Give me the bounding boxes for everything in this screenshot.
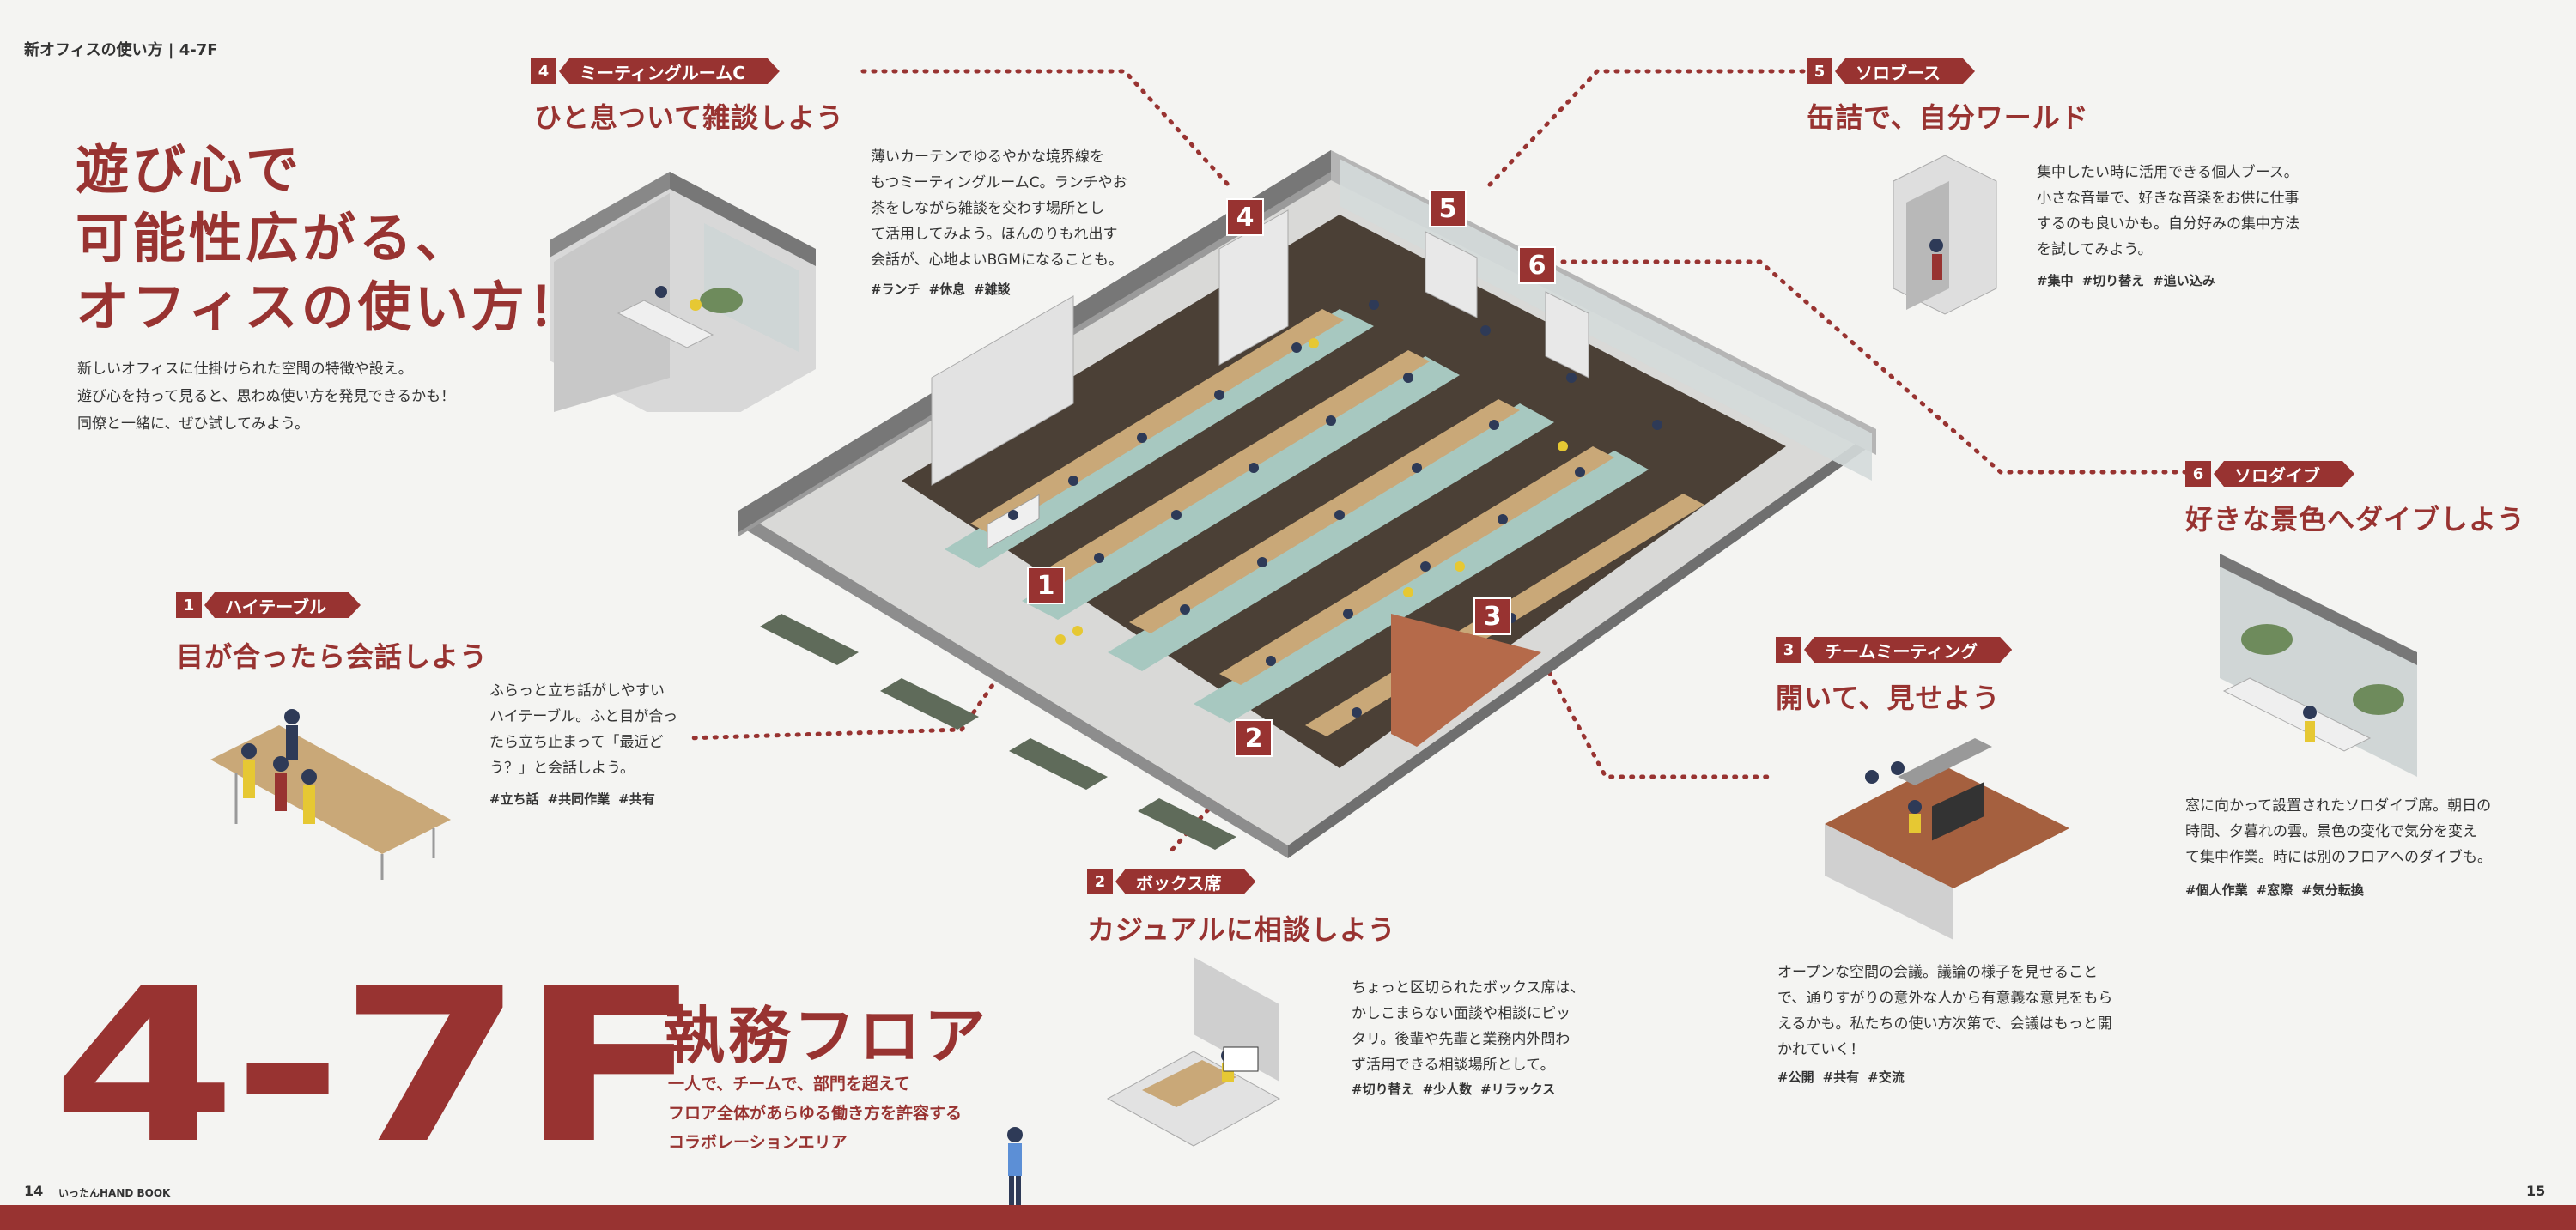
tags-1: #立ち話 #共同作業 #共有 bbox=[489, 790, 664, 808]
floor-number: 4-7F bbox=[52, 943, 702, 1191]
intro-line: 遊び心を持って見ると、思わぬ使い方を発見できるかも！ bbox=[77, 388, 456, 405]
tag-label: ボックス席 bbox=[1115, 869, 1255, 894]
leader-line-5 bbox=[1487, 69, 1806, 187]
leader-line-6 bbox=[1560, 259, 2188, 475]
hashtag: #切り替え bbox=[2081, 273, 2145, 288]
hashtag: #共同作業 bbox=[547, 791, 611, 807]
floor-subtitle: 一人で、チームで、部門を超えて フロア全体があらゆる働き方を許容する コラボレー… bbox=[668, 1075, 963, 1152]
tag-3: 3 チームミーティング bbox=[1776, 637, 2012, 663]
tag-number: 4 bbox=[531, 58, 556, 84]
map-pin-2: 2 bbox=[1235, 719, 1273, 757]
team-meeting-illustration bbox=[1825, 738, 2069, 940]
tag-label: ソロブース bbox=[1835, 58, 1975, 84]
tag-number: 1 bbox=[176, 592, 202, 618]
hashtag: #集中 bbox=[2037, 273, 2074, 288]
hashtag: #個人作業 bbox=[2185, 882, 2248, 898]
map-pin-5: 5 bbox=[1429, 190, 1467, 227]
tag-2: 2 ボックス席 bbox=[1087, 869, 1255, 894]
tag-number: 6 bbox=[2185, 461, 2211, 487]
tag-number: 2 bbox=[1087, 869, 1113, 894]
hashtag: #リラックス bbox=[1480, 1082, 1556, 1097]
team-meeting-area bbox=[1391, 614, 1541, 747]
headline-2: カジュアルに相談しよう bbox=[1087, 913, 1396, 946]
tag-4: 4 ミーティングルームC bbox=[531, 58, 780, 84]
tag-label: ソロダイブ bbox=[2214, 461, 2354, 487]
solo-booth-illustration bbox=[1893, 155, 1997, 315]
tags-2: #切り替え #少人数 #リラックス bbox=[1352, 1080, 1564, 1098]
hashtag: #切り替え bbox=[1352, 1082, 1414, 1097]
hero-line-2: 可能性広がる、 bbox=[76, 207, 473, 270]
hashtag: #雑談 bbox=[974, 282, 1011, 297]
hero-line-1: 遊び心で bbox=[76, 138, 303, 201]
hashtag: #追い込み bbox=[2153, 273, 2215, 288]
tag-label: ミーティングルームC bbox=[559, 58, 780, 84]
body-2: ちょっと区切られたボックス席は、 かしこまらない面談や相談にピッ タリ。後輩や先… bbox=[1352, 979, 1585, 1074]
headline-4: ひと息ついて雑談しよう bbox=[534, 101, 845, 134]
body-4: 薄いカーテンでゆるやかな境界線を もつミーティングルームC。ランチやお 茶をしな… bbox=[871, 148, 1127, 269]
tag-number: 3 bbox=[1776, 637, 1801, 663]
hashtag: #交流 bbox=[1868, 1069, 1905, 1085]
hashtag: #立ち話 bbox=[489, 791, 539, 807]
hashtag: #休息 bbox=[928, 282, 966, 297]
hashtag: #共有 bbox=[1822, 1069, 1860, 1085]
headline-5: 缶詰で、自分ワールド bbox=[1807, 101, 2089, 134]
people bbox=[1008, 300, 1662, 718]
headline-6: 好きな景色へダイブしよう bbox=[2185, 503, 2526, 536]
tag-label: ハイテーブル bbox=[204, 592, 361, 618]
headline-3: 開いて、見せよう bbox=[1776, 682, 2001, 714]
footer-bar bbox=[0, 1205, 2576, 1230]
tags-5: #集中 #切り替え #追い込み bbox=[2037, 271, 2224, 289]
hashtag: #公開 bbox=[1777, 1069, 1814, 1085]
tags-3: #公開 #共有 #交流 bbox=[1777, 1068, 1913, 1086]
tags-6: #個人作業 #窓際 #気分転換 bbox=[2185, 881, 2372, 899]
person-figure bbox=[1007, 1127, 1023, 1209]
hashtag: #気分転換 bbox=[2301, 882, 2364, 898]
hero-line-3: オフィスの使い方！ bbox=[76, 276, 585, 338]
map-pin-6: 6 bbox=[1518, 246, 1556, 284]
body-5: 集中したい時に活用できる個人ブース。 小さな音量で、好きな音楽をお供に仕事 する… bbox=[2037, 164, 2300, 258]
meeting-room-c bbox=[1218, 209, 1289, 366]
tags-4: #ランチ #休息 #雑談 bbox=[871, 280, 1019, 298]
solo-booth bbox=[1425, 231, 1478, 318]
map-pin-4: 4 bbox=[1226, 198, 1264, 236]
hashtag: #窓際 bbox=[2256, 882, 2293, 898]
tag-6: 6 ソロダイブ bbox=[2185, 461, 2354, 487]
page-number-right: 15 bbox=[2526, 1183, 2546, 1199]
tag-5: 5 ソロブース bbox=[1807, 58, 1975, 84]
leader-line-4 bbox=[860, 69, 1230, 187]
map-pin-3: 3 bbox=[1473, 597, 1511, 635]
high-table-illustration bbox=[210, 709, 451, 880]
tag-label: チームミーティング bbox=[1804, 637, 2012, 663]
page-number-left: 14 bbox=[24, 1183, 44, 1199]
meeting-room-c-illustration bbox=[550, 172, 816, 412]
hero-title: 遊び心で 可能性広がる、 オフィスの使い方！ bbox=[76, 136, 585, 342]
tag-1: 1 ハイテーブル bbox=[176, 592, 361, 618]
body-3: オープンな空間の会議。議論の様子を見せること で、通りすがりの意外な人から有意義… bbox=[1777, 964, 2113, 1058]
intro-line: 同僚と一緒に、ぜひ試してみよう。 bbox=[77, 415, 309, 433]
body-6: 窓に向かって設置されたソロダイブ席。朝日の 時間、夕暮れの雲。景色の変化で気分を… bbox=[2185, 797, 2492, 866]
tag-number: 5 bbox=[1807, 58, 1832, 84]
page-header: 新オフィスの使い方 | 4-7F bbox=[24, 41, 218, 59]
intro-line: 新しいオフィスに仕掛けられた空間の特徴や設え。 bbox=[77, 361, 413, 378]
leader-line-1 bbox=[684, 615, 1042, 741]
intro-text: 新しいオフィスに仕掛けられた空間の特徴や設え。 遊び心を持って見ると、思わぬ使い… bbox=[77, 355, 455, 438]
hashtag: #共有 bbox=[618, 791, 655, 807]
headline-1: 目が合ったら会話しよう bbox=[176, 640, 489, 673]
solo-dive-illustration bbox=[2220, 554, 2417, 777]
desks bbox=[970, 309, 1704, 736]
walkway-stripes bbox=[945, 309, 1649, 723]
hashtag: #ランチ bbox=[871, 282, 920, 297]
book-title: いったんHAND BOOK bbox=[58, 1187, 171, 1199]
floor-title: 執務フロア bbox=[663, 1000, 990, 1072]
box-seat-illustration bbox=[1106, 957, 1281, 1147]
map-pin-1: 1 bbox=[1027, 567, 1065, 604]
hashtag: #少人数 bbox=[1422, 1082, 1473, 1097]
body-1: ふらっと立ち話がしやすい ハイテーブル。ふと目が合っ たら立ち止まって「最近ど … bbox=[489, 682, 678, 777]
